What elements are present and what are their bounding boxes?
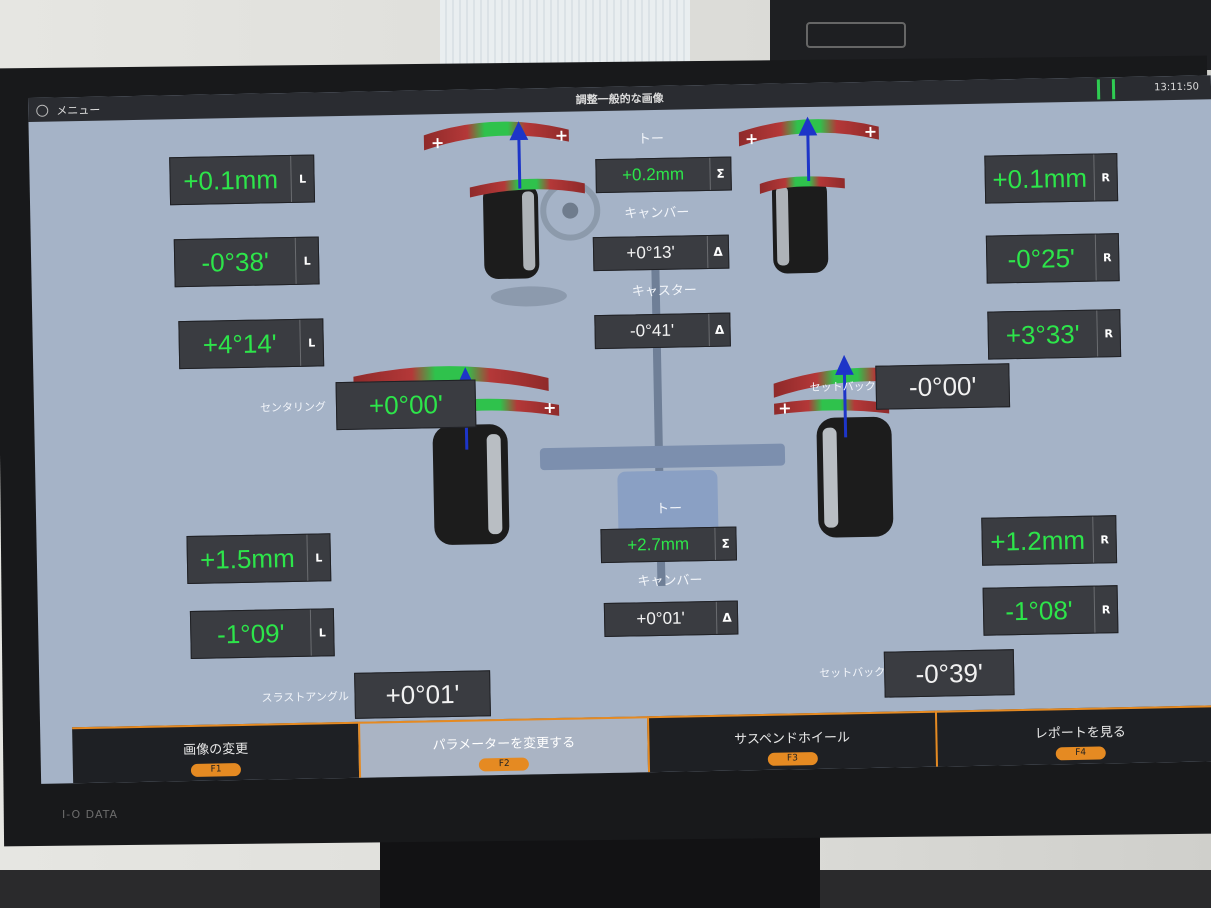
f3-key-badge: F3 (767, 751, 818, 766)
view-report-label: レポートを見る (1034, 725, 1126, 742)
svg-text:+: + (543, 398, 557, 417)
front-caster-label: キャスター (631, 283, 697, 300)
change-image-button[interactable]: 画像の変更 F1 (72, 721, 360, 784)
front-left-wheel-icon (483, 183, 540, 280)
rear-axle-beam (539, 443, 786, 471)
window-blind (440, 0, 690, 70)
front-setback-label: セットバック (809, 379, 876, 395)
rear-toe-label: トー (655, 501, 683, 518)
gauge-sign-icons: + + + + + + (431, 122, 878, 418)
front-right-camber-gauge (759, 176, 845, 194)
front-left-camber-gauge (469, 178, 585, 198)
change-parameters-button[interactable]: パラメーターを変更する F2 (358, 716, 648, 778)
f1-key-badge: F1 (190, 763, 242, 777)
rear-right-camber-gauge (774, 399, 890, 415)
monitor-brand: I-O DATA (62, 808, 119, 821)
svg-text:+: + (864, 122, 878, 141)
front-right-camber-readout: -0°25' R (985, 233, 1120, 284)
rear-camber-diff-readout: +0°01' Δ (603, 600, 739, 638)
f4-key-badge: F4 (1055, 746, 1106, 761)
front-right-wheel-icon (771, 177, 829, 274)
front-camber-diff-readout: +0°13' Δ (592, 234, 730, 272)
steering-shadow (490, 286, 567, 307)
svg-text:+: + (431, 133, 445, 152)
centering-label: センタリング (259, 400, 327, 415)
rear-setback-readout: -0°39' (883, 649, 1015, 698)
rear-total-toe-readout: +2.7mm Σ (600, 526, 738, 564)
suspend-wheel-button[interactable]: サスペンドホイール F3 (646, 710, 936, 773)
front-toe-label: トー (637, 131, 665, 148)
svg-text:+: + (778, 398, 792, 417)
front-left-toe-readout: +0.1mm L (169, 154, 316, 206)
front-total-toe-readout: +0.2mm Σ (595, 156, 732, 194)
front-setback-readout: -0°00' (875, 363, 1011, 410)
front-right-toe-readout: +0.1mm R (984, 153, 1119, 204)
rear-camber-label: キャンバー (637, 573, 703, 590)
svg-text:+: + (555, 126, 569, 145)
centering-readout: +0°00' (335, 379, 477, 431)
thrust-angle-readout: +0°01' (354, 670, 491, 719)
front-left-camber-readout: -0°38' L (173, 236, 320, 288)
rear-left-camber-readout: -1°09' L (189, 608, 335, 659)
svg-text:+: + (745, 129, 759, 148)
front-camber-label: キャンバー (624, 205, 690, 222)
rear-right-toe-readout: +1.2mm R (981, 515, 1118, 566)
rear-right-wheel-icon (816, 416, 894, 538)
front-right-caster-readout: +3°33' R (987, 309, 1122, 360)
rear-left-wheel-icon (432, 424, 510, 545)
f2-key-badge: F2 (479, 757, 530, 772)
change-parameters-label: パラメーターを変更する (432, 735, 576, 754)
front-caster-diff-readout: -0°41' Δ (594, 312, 731, 350)
rear-setback-label: セットバック (819, 665, 886, 680)
view-report-button[interactable]: レポートを見る F4 (934, 705, 1211, 767)
steering-wheel-icon (540, 180, 601, 241)
alignment-screen: メニュー 調整一般的な画像 13:11:50 (28, 75, 1211, 784)
front-left-toe-gauge (423, 121, 569, 151)
suspend-wheel-label: サスペンドホイール (734, 730, 851, 748)
rear-left-toe-gauge (353, 366, 549, 392)
change-image-label: 画像の変更 (183, 741, 249, 759)
thrust-angle-label: スラストアングル (261, 689, 350, 705)
rear-right-camber-readout: -1°08' R (982, 585, 1119, 636)
front-left-caster-readout: +4°14' L (178, 318, 325, 370)
rear-left-toe-readout: +1.5mm L (186, 533, 332, 585)
